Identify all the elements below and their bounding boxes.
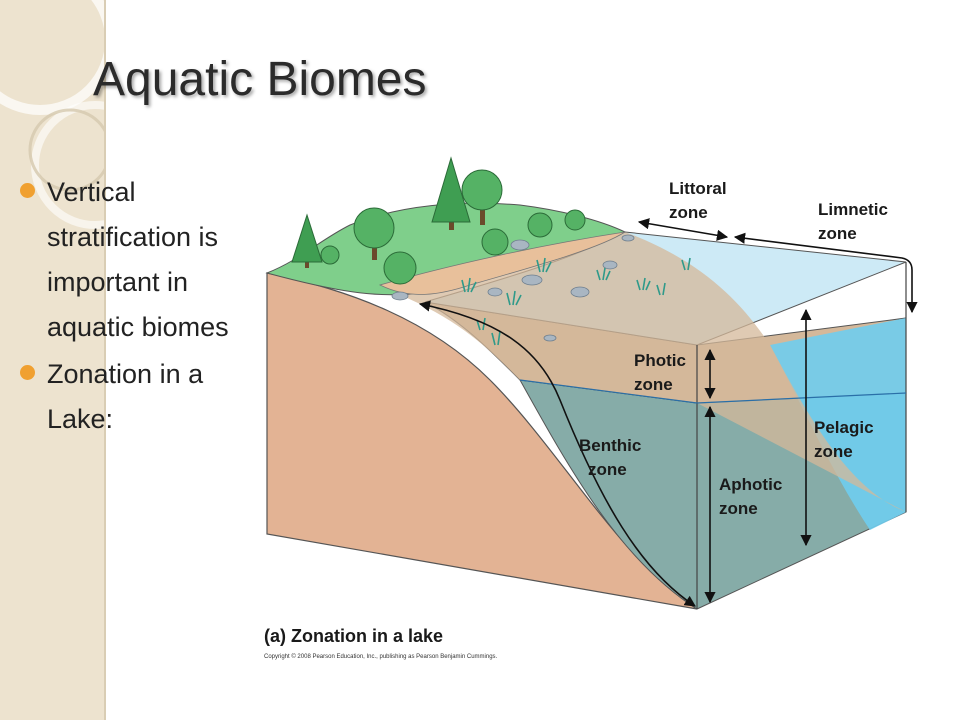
bullet-item: Vertical stratification is important in … [20, 170, 256, 350]
benthic-label: Benthic [579, 436, 641, 455]
photic-label: Photic [634, 351, 686, 370]
limnetic-label: Limnetic [818, 200, 888, 219]
aphotic-label: Aphotic [719, 475, 782, 494]
rocks-decoration [391, 234, 635, 342]
diagram-caption: (a) Zonation in a lake [264, 626, 443, 646]
trees-decoration [291, 156, 586, 285]
decorative-sidebar [0, 0, 106, 720]
pelagic-label: zone [814, 442, 853, 461]
littoral-label: zone [669, 203, 708, 222]
bullet-text: Vertical stratification is important in … [47, 177, 229, 342]
bullet-dot-icon [20, 183, 35, 198]
bullet-list: Vertical stratification is important in … [20, 170, 256, 442]
page-title: Aquatic Biomes [93, 53, 427, 106]
pelagic-label: Pelagic [814, 418, 874, 437]
bullet-text: Zonation in a Lake: [47, 359, 204, 434]
bullet-dot-icon [20, 365, 35, 380]
limnetic-label: zone [818, 224, 857, 243]
sidebar-rings-decoration [0, 0, 104, 229]
shore-band [378, 231, 626, 295]
aphotic-label: zone [719, 499, 758, 518]
photic-label: zone [634, 375, 673, 394]
littoral-label: Littoral [669, 179, 727, 198]
benthic-label: zone [588, 460, 627, 479]
copyright-text: Copyright © 2008 Pearson Education, Inc.… [264, 653, 498, 660]
bullet-item: Zonation in a Lake: [20, 352, 256, 442]
